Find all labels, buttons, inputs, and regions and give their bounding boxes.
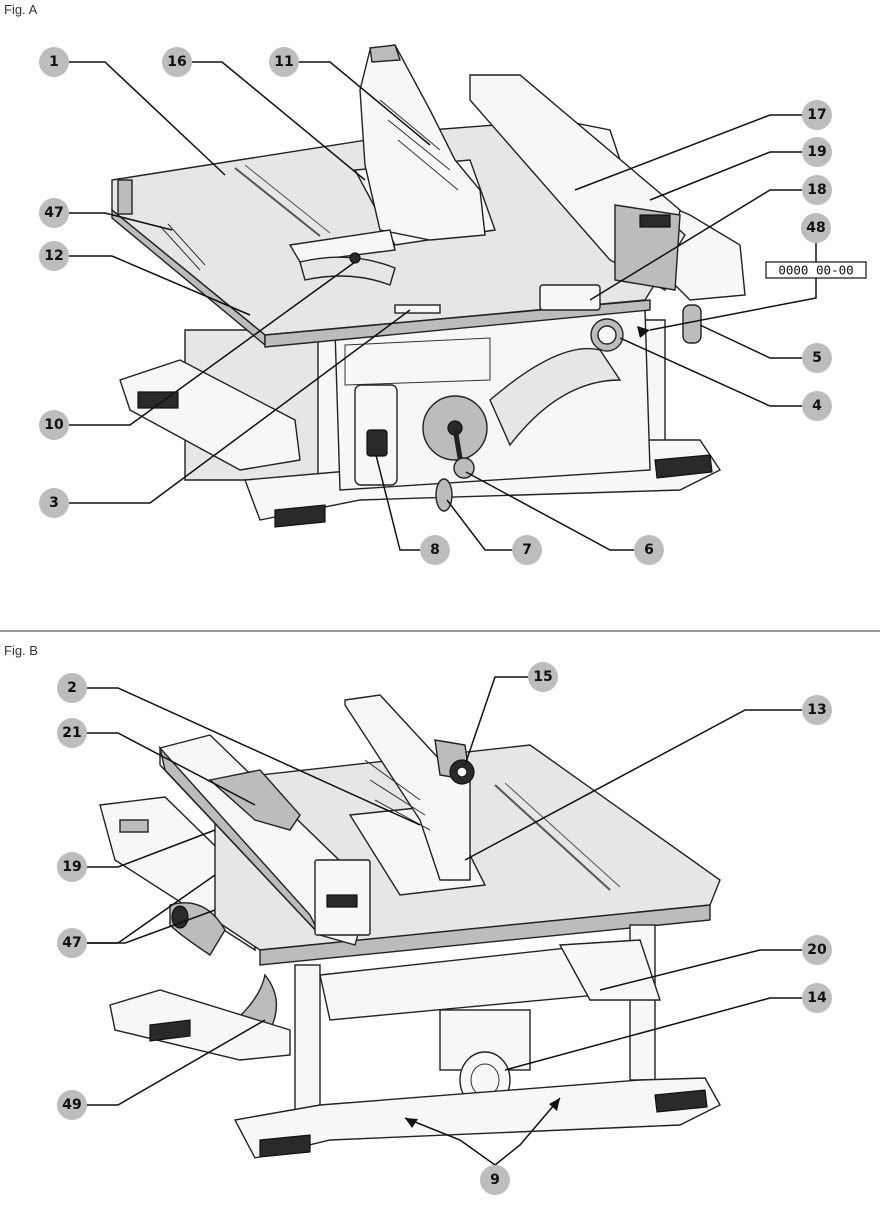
svg-text:1: 1: [49, 54, 59, 70]
leader-lines: [69, 61, 817, 1166]
svg-text:5: 5: [812, 350, 822, 366]
callout-21: 21: [57, 718, 87, 748]
svg-text:18: 18: [807, 182, 826, 198]
svg-text:7: 7: [522, 542, 532, 558]
callout-1: 1: [39, 47, 69, 77]
callout-49: 49: [57, 1090, 87, 1120]
callouts-fig-b: 2 15 13 21 19 47 20 14 49 9: [57, 662, 832, 1195]
callout-48: 48: [801, 213, 831, 243]
callout-13: 13: [802, 695, 832, 725]
callout-5: 5: [802, 343, 832, 373]
date-code-text: 0000 00-00: [778, 263, 853, 278]
callout-18: 18: [802, 175, 832, 205]
callout-8: 8: [420, 535, 450, 565]
svg-text:11: 11: [274, 54, 293, 70]
callout-47b: 47: [57, 928, 87, 958]
svg-text:4: 4: [812, 398, 822, 414]
svg-text:47: 47: [44, 205, 63, 221]
svg-text:10: 10: [44, 417, 64, 433]
svg-text:9: 9: [490, 1172, 500, 1188]
callout-17: 17: [802, 100, 832, 130]
callout-16: 16: [162, 47, 192, 77]
svg-text:15: 15: [533, 669, 552, 685]
callout-7: 7: [512, 535, 542, 565]
svg-text:12: 12: [44, 248, 63, 264]
svg-text:48: 48: [806, 220, 825, 236]
date-code-label: 0000 00-00: [765, 261, 867, 279]
callout-2: 2: [57, 673, 87, 703]
svg-text:14: 14: [807, 990, 827, 1006]
svg-text:20: 20: [807, 942, 827, 958]
svg-text:19: 19: [807, 144, 826, 160]
callout-4: 4: [802, 391, 832, 421]
figure-b-saw: [99, 694, 721, 1159]
figure-a-label: Fig. A: [4, 2, 38, 17]
callout-19: 19: [802, 137, 832, 167]
svg-text:21: 21: [62, 725, 81, 741]
svg-text:3: 3: [49, 495, 59, 511]
callout-11: 11: [269, 47, 299, 77]
svg-text:6: 6: [644, 542, 654, 558]
callout-15: 15: [528, 662, 558, 692]
figure-b-label: Fig. B: [4, 643, 38, 658]
callout-14: 14: [802, 983, 832, 1013]
callout-47: 47: [39, 198, 69, 228]
callout-12: 12: [39, 241, 69, 271]
svg-text:49: 49: [62, 1097, 81, 1113]
callout-20: 20: [802, 935, 832, 965]
figure-a-saw: [111, 44, 746, 528]
callout-10: 10: [39, 410, 69, 440]
svg-text:47: 47: [62, 935, 81, 951]
callout-9: 9: [480, 1165, 510, 1195]
callouts-fig-a: 1 16 11 17 19 18 48 47 12 5 4 10 3 8 7 6: [39, 47, 832, 565]
svg-text:13: 13: [807, 702, 826, 718]
svg-text:17: 17: [807, 107, 826, 123]
svg-text:19: 19: [62, 859, 81, 875]
svg-text:16: 16: [167, 54, 186, 70]
svg-text:2: 2: [67, 680, 77, 696]
callout-6: 6: [634, 535, 664, 565]
callout-19b: 19: [57, 852, 87, 882]
callout-3: 3: [39, 488, 69, 518]
svg-text:8: 8: [430, 542, 440, 558]
